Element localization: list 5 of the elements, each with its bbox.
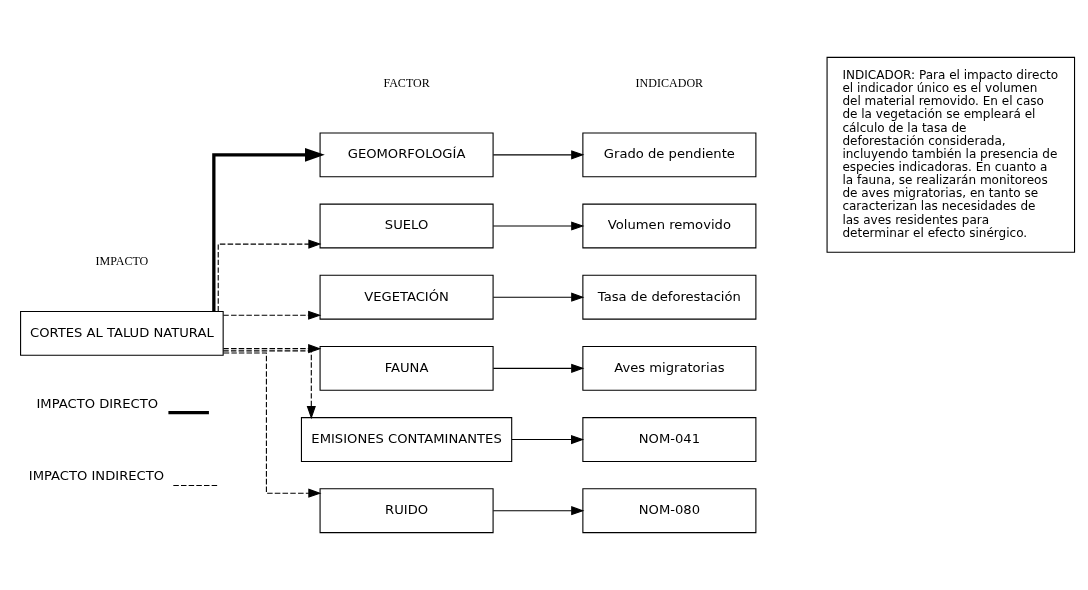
legend-label: IMPACTO DIRECTO <box>36 396 159 412</box>
legend-label: IMPACTO INDIRECTO <box>28 467 165 483</box>
label: IMPACTO <box>95 254 149 269</box>
label: FACTOR <box>383 75 430 90</box>
label: INDICADOR <box>635 75 704 90</box>
